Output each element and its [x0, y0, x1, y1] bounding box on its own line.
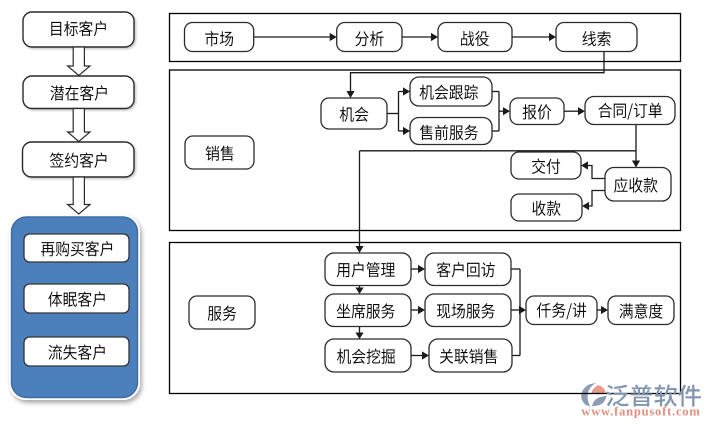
- svg-text:www.fanpusoft.com: www.fanpusoft.com: [581, 405, 700, 419]
